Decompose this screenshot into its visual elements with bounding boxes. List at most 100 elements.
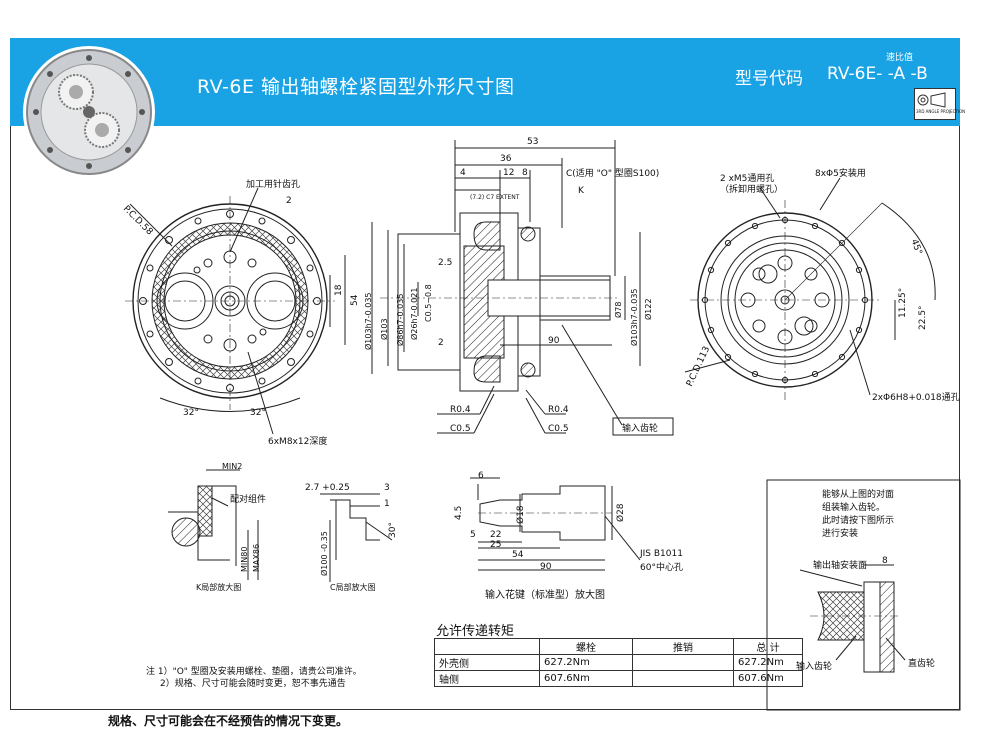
- assembly-dim-8: 8: [882, 556, 888, 566]
- table-cell: 607.6Nm: [539, 670, 633, 687]
- assembly-note-line: 进行安装: [822, 529, 859, 539]
- projection-symbol: 3RD ANGLE PROJECTION: [914, 88, 965, 120]
- assembly-note-line: 组装输入齿轮。: [822, 503, 886, 513]
- sec-dim-12: 12: [503, 168, 515, 178]
- table-cell: 607.6Nm: [733, 670, 803, 687]
- front-angle-right: 32°: [250, 408, 266, 418]
- footer-disclaimer: 规格、尺寸可能会在不经预告的情况下变更。: [108, 714, 349, 728]
- assembly-note-line: 此时请按下图所示: [822, 516, 895, 526]
- front-dim-54: 54: [350, 294, 360, 306]
- front-angle-left: 32°: [183, 408, 199, 418]
- spline-dim-54: 54: [512, 550, 524, 560]
- sec-dim-2: 2: [438, 338, 444, 348]
- spline-dim-6: 6: [478, 471, 484, 481]
- sec-dia-103c: Ø103h7-0.035: [630, 288, 639, 346]
- torque-title: 允许传递转矩: [436, 624, 515, 639]
- sec-c05-left: C0.5: [450, 424, 471, 434]
- spline-dim-22: 22: [490, 530, 502, 540]
- rear-view: [684, 177, 936, 400]
- sec-c05-right: C0.5: [548, 424, 569, 434]
- sec-k-label: K: [578, 186, 584, 196]
- torque-header-cell: [434, 638, 540, 655]
- detail-c-lines: [320, 493, 393, 582]
- model-label: 型号代码: [735, 69, 803, 89]
- detail-k-lines: [168, 469, 259, 580]
- rear-hole-note: 8xΦ5安装用: [815, 169, 866, 179]
- spline-center-note2: 60°中心孔: [640, 563, 683, 573]
- torque-header-cell: 总 计: [733, 638, 803, 655]
- sec-r04-left: R0.4: [450, 405, 471, 415]
- sec-dia-103b: Ø103: [380, 318, 389, 340]
- front-dim-18: 18: [334, 284, 344, 296]
- rear-m5-sub: （拆卸用螺孔）: [720, 185, 784, 195]
- sec-c05-08: C0.5~0.8: [424, 284, 433, 322]
- sec-dia-122: Ø122: [644, 298, 653, 320]
- sec-dim-36: 36: [500, 154, 512, 164]
- note-line-1: 注 1）"O" 型圈及安装用螺栓、垫圈，请贵公司准许。: [146, 667, 362, 677]
- table-row: 轴侧 607.6Nm 607.6Nm: [434, 670, 803, 687]
- k-caption: K局部放大图: [196, 583, 242, 592]
- c-dia-100: Ø100 -0.35: [320, 531, 329, 576]
- table-row: 外壳侧 627.2Nm 627.2Nm: [434, 654, 803, 671]
- torque-header-cell: 推销: [632, 638, 734, 655]
- k-min2: MIN2: [222, 462, 243, 471]
- sec-dim-4: 4: [460, 168, 466, 178]
- rear-angle-11: 11.25°: [898, 287, 908, 318]
- c-caption: C局部放大图: [330, 583, 376, 592]
- k-max86: MAX86: [252, 543, 261, 572]
- assembly-panel-lines: [766, 479, 961, 711]
- assembly-output-shaft: 输出轴安装面: [813, 561, 868, 571]
- spline-dim-25: 25: [490, 540, 502, 550]
- k-min80: MIN80: [240, 546, 249, 572]
- assembly-spur-gear: 直齿轮: [908, 659, 936, 669]
- sec-dim-8: 8: [522, 168, 528, 178]
- spline-dim-4-5: 4.5: [454, 505, 464, 520]
- torque-header-row: 螺栓 推销 总 计: [434, 638, 803, 655]
- c-dim-27: 2.7 +0.25: [305, 483, 350, 493]
- sec-dia-78: Ø78: [614, 301, 623, 318]
- c-dim-1: 1: [384, 499, 390, 509]
- sec-oring-note: C(适用 "O" 型圈S100): [566, 169, 660, 179]
- sec-dim-53: 53: [527, 137, 539, 147]
- spline-center-note: JIS B1011: [640, 549, 683, 559]
- spline-dim-28: Ø28: [616, 503, 626, 522]
- section-view: [371, 140, 674, 436]
- front-thread-note: 6xM8x12深度: [268, 437, 328, 447]
- front-dim-2: 2: [286, 196, 292, 206]
- sec-r04-right: R0.4: [548, 405, 569, 415]
- c-dim-3: 3: [384, 483, 390, 493]
- sec-dim-2-5: 2.5: [438, 258, 453, 268]
- assembly-input-gear: 输入齿轮: [796, 662, 833, 672]
- sec-dim-90: 90: [548, 336, 560, 346]
- spline-dim-5: 5: [470, 530, 476, 540]
- assembly-note-line: 能够从上图的对面: [822, 490, 895, 500]
- rear-pin-note: 2xΦ6H8+0.018通孔: [872, 393, 960, 403]
- projection-icon: [917, 92, 946, 108]
- torque-header-cell: 螺栓: [539, 638, 633, 655]
- title-banner: [10, 38, 960, 126]
- table-cell: 627.2Nm: [539, 654, 633, 671]
- table-cell: 627.2Nm: [733, 654, 803, 671]
- sec-dia-86: Ø86h7-0.035: [396, 293, 405, 346]
- table-cell: [632, 654, 734, 671]
- page-title: RV-6E 输出轴螺栓紧固型外形尺寸图: [197, 76, 515, 98]
- k-assembly-note: 配对组件: [230, 495, 267, 505]
- sec-dia-103a: Ø103h7-0.035: [364, 292, 373, 350]
- table-cell: [632, 670, 734, 687]
- note-line-2: 2）规格、尺寸可能会随时变更，恕不事先通告: [160, 679, 346, 689]
- sec-dia-26: Ø26h7-0.021: [410, 287, 419, 340]
- spline-dim-18: Ø18: [516, 505, 526, 524]
- spline-lines: [470, 477, 641, 571]
- product-photo: [23, 46, 155, 178]
- table-cell: 轴侧: [434, 670, 540, 687]
- spline-dim-90: 90: [540, 562, 552, 572]
- ratio-label: 速比值: [886, 53, 914, 63]
- c-angle-30: 30°: [388, 522, 398, 538]
- sec-extent-note: (7.2) C7 EXTENT: [470, 194, 520, 201]
- torque-table: 螺栓 推销 总 计 外壳侧 627.2Nm 627.2Nm 轴侧 607.6Nm…: [434, 638, 803, 687]
- front-hole-note: 加工用针齿孔: [246, 180, 301, 190]
- model-code: RV-6E- -A -B: [827, 64, 928, 84]
- spline-caption: 输入花键（标准型）放大图: [485, 590, 605, 601]
- projection-label: 3RD ANGLE PROJECTION: [916, 109, 966, 114]
